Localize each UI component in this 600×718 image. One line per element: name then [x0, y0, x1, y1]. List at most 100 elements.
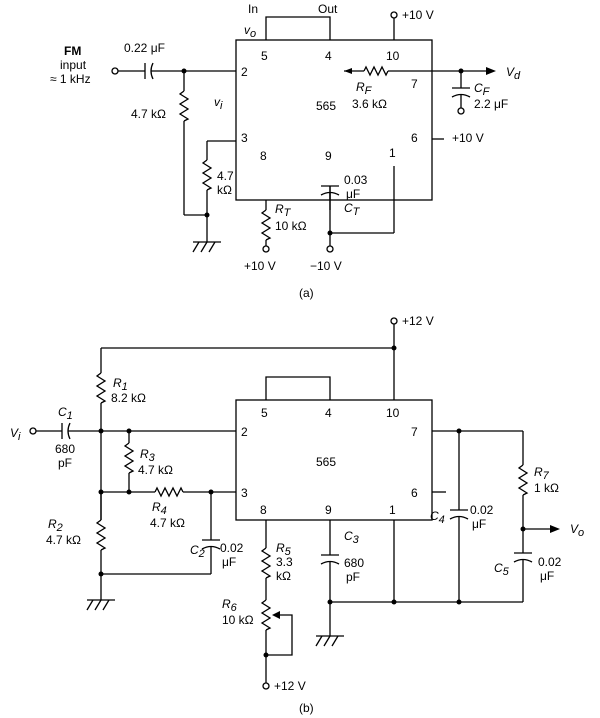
c1-value-line2-b: pF: [58, 456, 72, 470]
rf-resistor-a: [363, 65, 389, 77]
pin-1-b: 1: [389, 503, 396, 517]
pin-2-a: 2: [241, 65, 248, 79]
freq-label-a: ≈ 1 kHz: [50, 72, 91, 86]
supply-top-label-b: +12 V: [402, 314, 434, 328]
r3-value-b: 4.7 kΩ: [138, 463, 173, 477]
vi-label-b: Vi: [10, 426, 21, 443]
c5-plate2-b: [513, 558, 533, 563]
supply-bottom-terminal-b: [262, 682, 270, 690]
vo-label-a: vo: [244, 23, 256, 40]
c-in-value-a: 0.22 μF: [124, 41, 165, 55]
r3-resistor-b: [123, 442, 135, 474]
pin-6-a: 6: [411, 131, 418, 145]
rt-resistor-a: [260, 209, 272, 241]
vo-label-b: Vo: [570, 522, 584, 539]
c5-value-line2-b: μF: [540, 569, 554, 583]
supply-ct-label-a: −10 V: [310, 259, 342, 273]
r6-name-b: R6: [222, 597, 238, 614]
c3-value-line2-b: pF: [346, 570, 360, 584]
c4-value-line1-b: 0.02: [470, 503, 494, 517]
pin-7-b: 7: [411, 425, 418, 439]
ground-symbol-left-b: [86, 599, 115, 611]
cf-name-a: CF: [474, 81, 491, 98]
c2-plate2-b: [201, 545, 221, 550]
rf-name-a: RF: [356, 80, 373, 97]
c5-name-b: C5: [494, 561, 510, 578]
fm-input-terminal-a: [111, 67, 119, 75]
pin5-pin4-loop-a: [265, 16, 331, 40]
r2-name-b: R2: [48, 517, 63, 534]
c3-plate2-b: [320, 560, 340, 565]
supply-top-label-a: +10 V: [402, 8, 434, 22]
ground-symbol-a: [192, 241, 221, 253]
ic-name-b: 565: [316, 455, 336, 469]
circuit-b: 5 4 10 2 7 3 6 8 9 1 565 +12 V R1 8.2 kΩ…: [10, 314, 584, 715]
r5-value-line1-b: 3.3: [276, 555, 293, 569]
c1-value-line1-b: 680: [55, 442, 75, 456]
ground-symbol-right-b: [315, 635, 344, 647]
c4-name-b: C4: [430, 509, 445, 526]
supply-top-terminal-a: [390, 11, 398, 19]
pin-3-b: 3: [241, 486, 248, 500]
fm-label-a: FM: [64, 44, 81, 58]
r6-resistor-b: [260, 599, 272, 631]
r1-value-b: 8.2 kΩ: [111, 391, 146, 405]
pin-8-a: 8: [260, 149, 267, 163]
ct-name-a: CT: [344, 201, 361, 218]
cf-terminal-a: [457, 107, 465, 115]
pin-9-b: 9: [325, 503, 332, 517]
pin-10-b: 10: [386, 406, 400, 420]
caption-a: (a): [299, 286, 314, 300]
c2-value-line2-b: μF: [222, 555, 236, 569]
r2-resistor-a: [201, 159, 213, 191]
circuit-a: In Out vo 5 4 10 2 7 3 6 8 9 1 565 +10 V…: [50, 2, 521, 300]
rf-value-a: 3.6 kΩ: [352, 97, 387, 111]
ic-565-b: [235, 399, 433, 521]
caption-b: (b): [299, 701, 314, 715]
r1-resistor-b: [95, 372, 107, 404]
r7-value-b: 1 kΩ: [534, 481, 559, 495]
r5-resistor-b: [260, 547, 272, 579]
pin-9-a: 9: [325, 149, 332, 163]
pin-5-b: 5: [261, 406, 268, 420]
ct-plate2-a: [320, 191, 340, 196]
supply-top-terminal-b: [390, 317, 398, 325]
pin-4-b: 4: [325, 406, 332, 420]
r2-value-b: 4.7 kΩ: [46, 533, 81, 547]
r2-value-line1-a: 4.7: [217, 169, 234, 183]
input-label-a: input: [60, 58, 87, 72]
pin-1-a: 1: [389, 146, 396, 160]
c1-name-b: C1: [58, 405, 73, 422]
vo-arrow-b: [550, 525, 560, 533]
in-label-a: In: [248, 2, 258, 16]
ct-value-line1-a: 0.03: [344, 173, 368, 187]
vi-terminal-b: [29, 427, 37, 435]
pin-2-b: 2: [241, 425, 248, 439]
pin-4-a: 4: [325, 49, 332, 63]
ic-name-a: 565: [316, 99, 336, 113]
rt-terminal-a: [262, 245, 270, 253]
pin-5-a: 5: [261, 49, 268, 63]
r4-resistor-b: [154, 486, 184, 498]
cf-value-a: 2.2 μF: [474, 97, 508, 111]
r6-value-b: 10 kΩ: [222, 613, 254, 627]
vi-label-a: vi: [214, 95, 223, 112]
r4-value-b: 4.7 kΩ: [150, 516, 185, 530]
c3-value-line1-b: 680: [344, 556, 364, 570]
supply-pin6-label-a: +10 V: [452, 131, 484, 145]
ct-value-line2-a: μF: [346, 187, 360, 201]
r1-name-b: R1: [113, 376, 128, 393]
c2-value-line1-b: 0.02: [220, 541, 244, 555]
r3-name-b: R3: [140, 447, 156, 464]
out-label-a: Out: [318, 2, 338, 16]
pin-7-a: 7: [411, 77, 418, 91]
c4-value-line2-b: μF: [472, 517, 486, 531]
r7-name-b: R7: [534, 465, 550, 482]
ct-terminal-a: [326, 245, 334, 253]
rt-value-a: 10 kΩ: [275, 219, 307, 233]
r7-resistor-b: [517, 464, 529, 496]
pin5-pin4-loop-b: [265, 376, 331, 400]
vd-label-a: Vd: [506, 65, 521, 82]
r2-resistor-b: [95, 519, 107, 551]
